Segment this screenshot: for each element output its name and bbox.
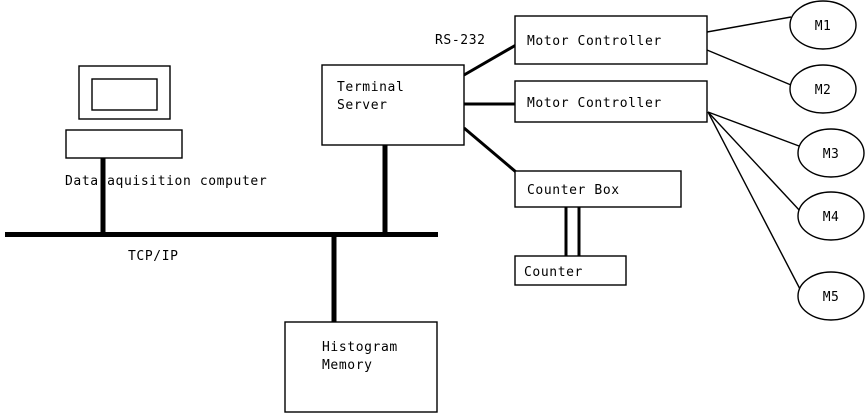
motor-m3-label: M3 (823, 147, 839, 162)
histogram-memory-label-line1: Histogram (322, 340, 398, 355)
counter-box-label: Counter Box (527, 183, 620, 198)
motor-m1-shape (789, 0, 857, 50)
histogram-memory-box (284, 321, 438, 413)
rs232-label: RS-232 (435, 33, 486, 48)
counter-box-box (514, 170, 682, 208)
computer-base (65, 129, 183, 159)
link-motor-controller-1-to-m2 (706, 49, 792, 86)
motor-controller-1-label: Motor Controller (527, 34, 662, 49)
counter-box (514, 255, 627, 286)
motor-m2-label: M2 (815, 83, 831, 98)
histogram-memory-label-line2: Memory (322, 358, 373, 373)
motor-m4-shape (797, 191, 865, 241)
link-motor-controller-2-to-m3 (707, 111, 800, 147)
motor-controller-2-label: Motor Controller (527, 96, 662, 111)
terminal-server-label-line1: Terminal (337, 80, 404, 95)
motor-m5-label: M5 (823, 290, 839, 305)
tcpip-label: TCP/IP (128, 249, 179, 264)
motor-m3-shape (797, 128, 865, 178)
motor-m5-shape (797, 271, 865, 321)
terminal-server-box (321, 64, 465, 146)
monitor-screen (91, 78, 158, 111)
motor-controller-2-box (514, 80, 708, 123)
link-terminal-server-to-motor-controller-1 (463, 43, 517, 77)
link-motor-controller-2-to-m4 (707, 111, 802, 213)
motor-m4-label: M4 (823, 210, 839, 225)
motor-m2-shape (789, 64, 857, 114)
link-motor-controller-2-to-m5 (707, 111, 802, 292)
link-motor-controller-1-to-m1 (706, 16, 792, 33)
link-terminal-server-to-counter-box (463, 126, 517, 174)
terminal-server-label-line2: Server (337, 98, 388, 113)
motor-controller-1-box (514, 15, 708, 65)
data-acquisition-computer-label: Data aquisition computer (65, 174, 267, 189)
counter-label: Counter (524, 265, 583, 280)
motor-m1-label: M1 (815, 19, 831, 34)
